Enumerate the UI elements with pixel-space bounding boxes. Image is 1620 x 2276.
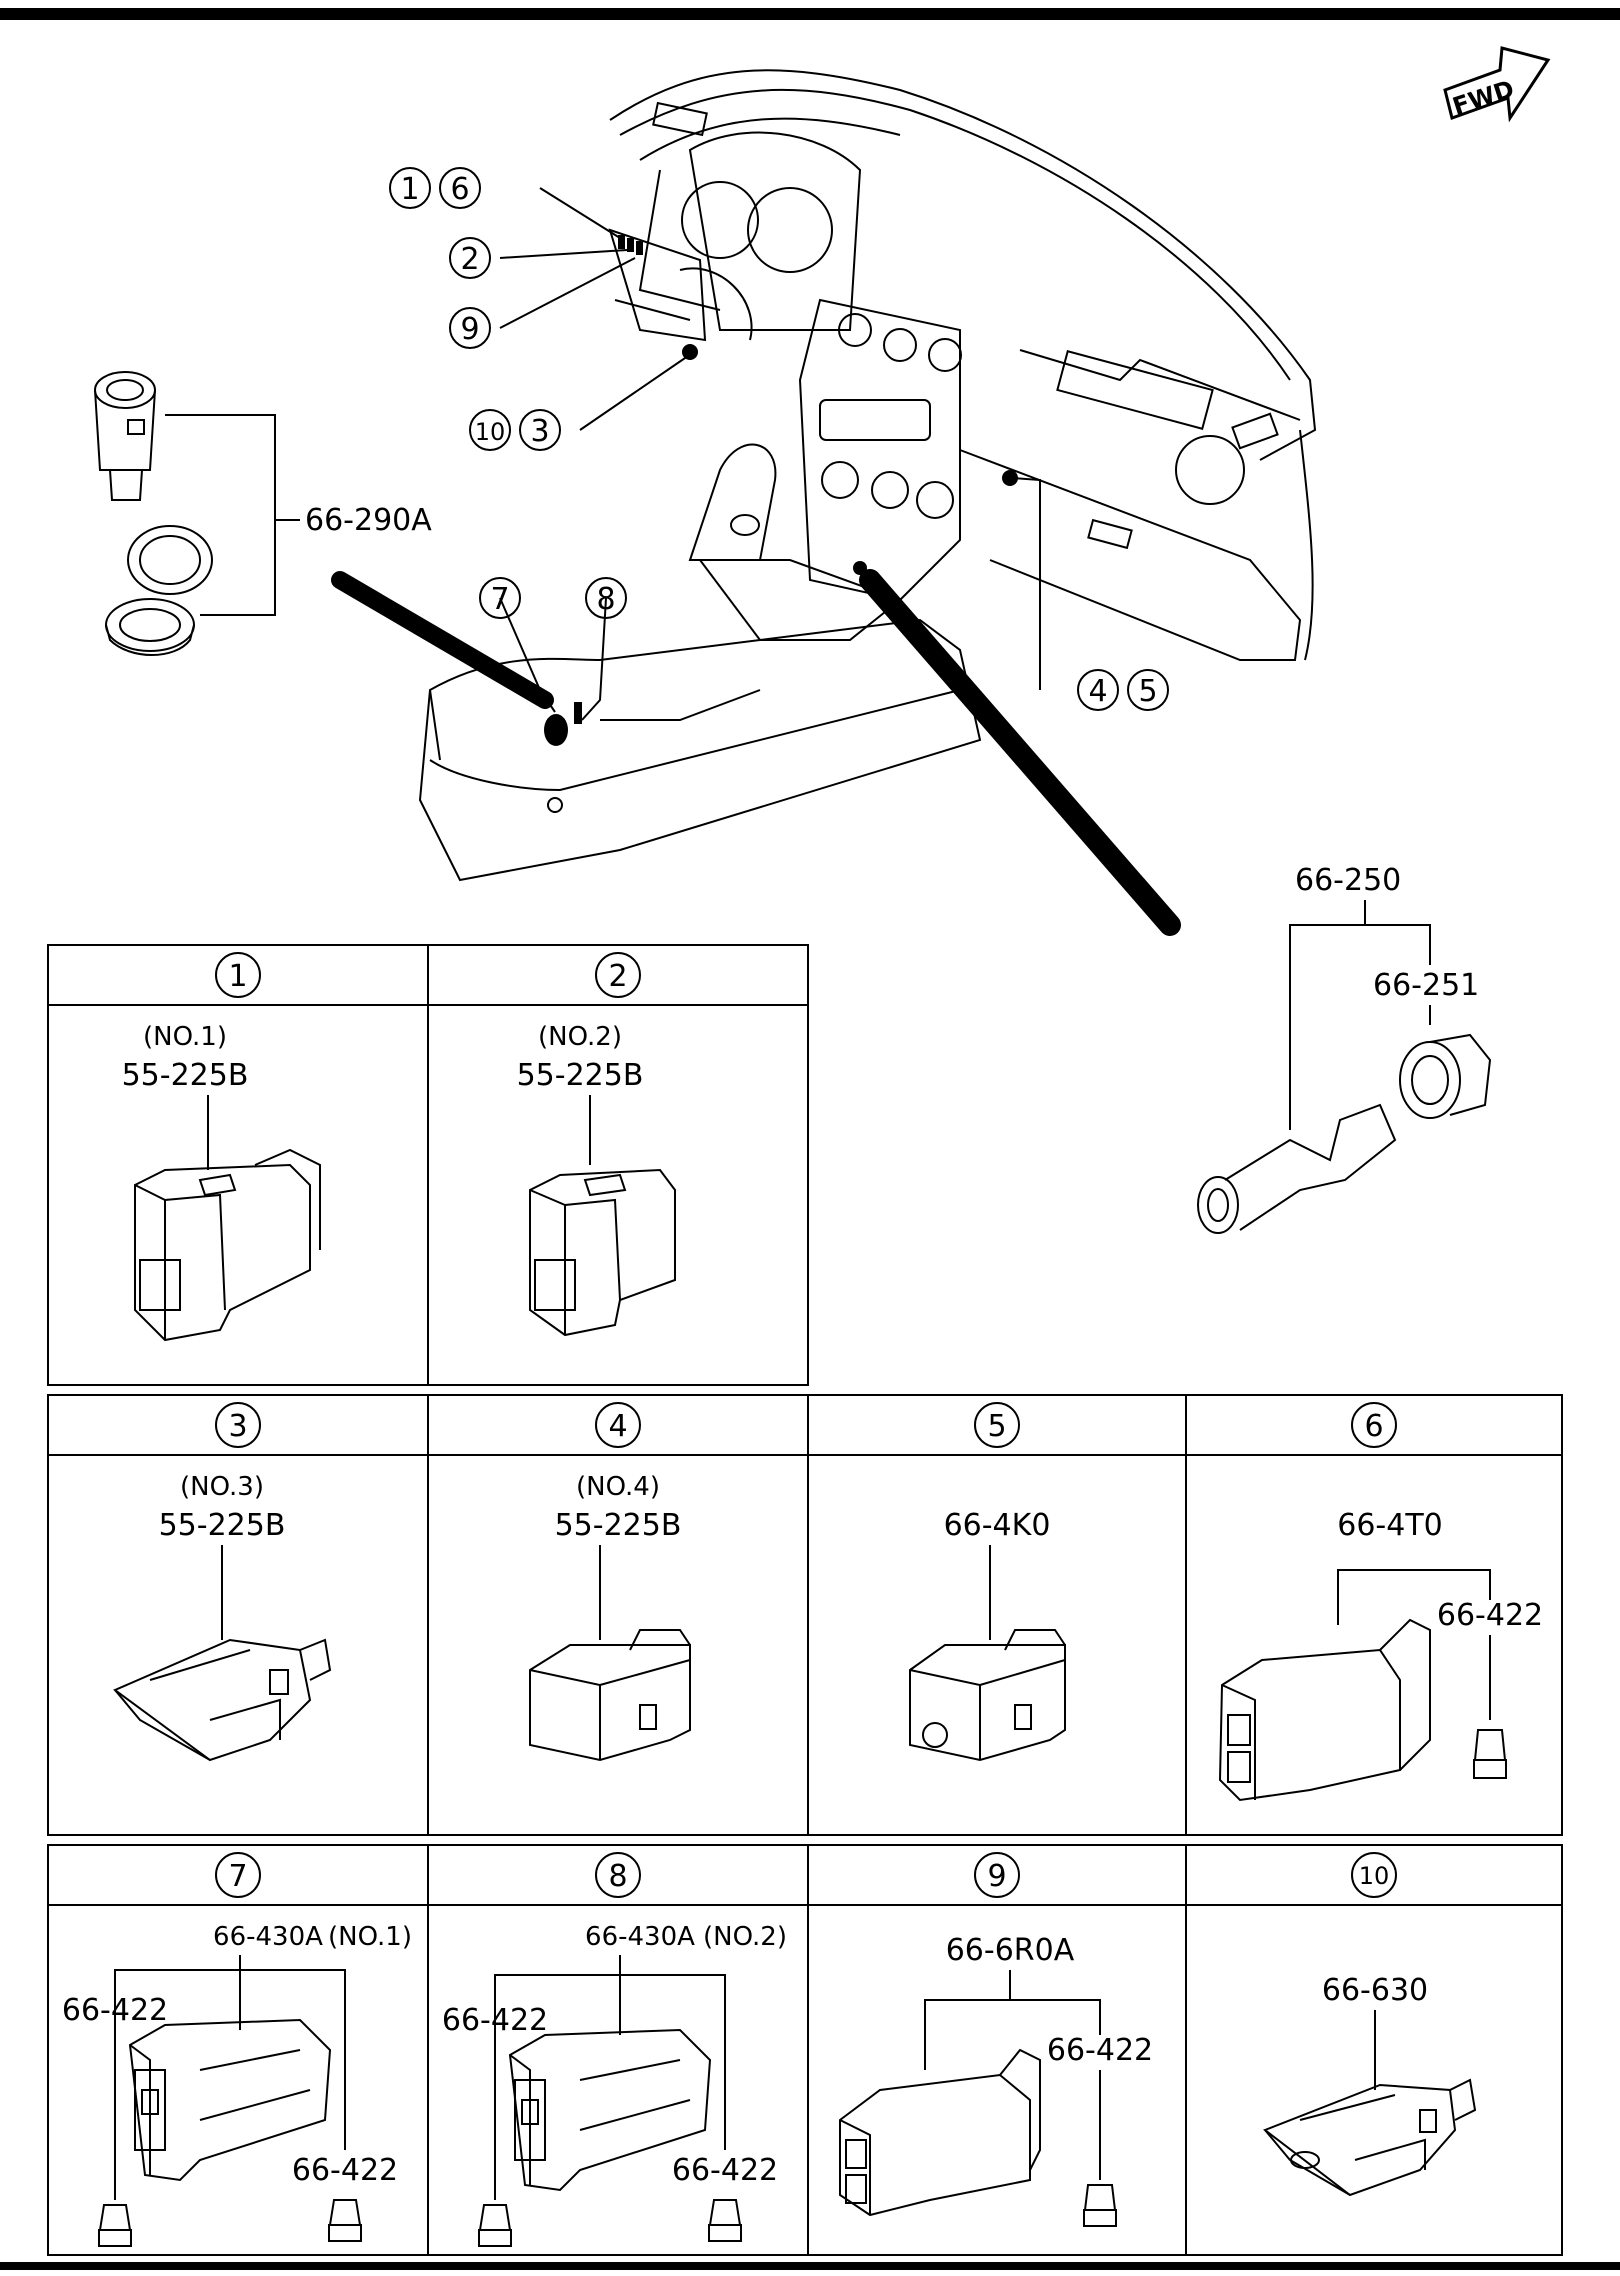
cigarette-lighter-illustration	[1197, 900, 1492, 1234]
cell-1-qualifier: (NO.1)	[143, 1022, 227, 1052]
accessory-socket-illustration	[94, 371, 300, 656]
callout-7: 7	[479, 577, 521, 619]
socket-part-number: 66-290A	[305, 503, 432, 538]
callout-leaders	[499, 187, 1041, 721]
cell-4-number: 4	[608, 1409, 627, 1444]
cell-8-number: 8	[608, 1859, 627, 1894]
cell-5-switch-illustration	[909, 1545, 1066, 1762]
cell-4-part-number: 55-225B	[555, 1508, 682, 1543]
cell-2-switch-illustration	[529, 1095, 676, 1337]
cell-9-bulb-part-number: 66-422	[1047, 2033, 1153, 2068]
cell-1-part-number: 55-225B	[122, 1058, 249, 1093]
cell-8-part-number: 66-430A	[585, 1922, 695, 1952]
svg-text:8: 8	[596, 582, 615, 617]
cell-7-qualifier: (NO.1)	[328, 1922, 412, 1952]
lighter-part-number: 66-250	[1295, 863, 1401, 898]
svg-text:5: 5	[1138, 674, 1157, 709]
callout-9: 9	[449, 307, 491, 349]
callout-4-5: 4 5	[1077, 669, 1169, 711]
lighter-ring-part-number: 66-251	[1373, 968, 1479, 1003]
cell-6-switch-illustration	[1218, 1569, 1507, 1802]
cell-4-switch-illustration	[529, 1545, 691, 1762]
callout-8: 8	[585, 577, 627, 619]
cell-6-bulb-part-number: 66-422	[1437, 1598, 1543, 1633]
leader-to-lighter	[859, 569, 1181, 936]
parts-table-grid	[47, 944, 1563, 2256]
cell-2-part-number: 55-225B	[517, 1058, 644, 1093]
cell-8-switch-illustration	[478, 1955, 742, 2247]
cell-9-switch-illustration	[839, 1970, 1117, 2227]
cell-3-part-number: 55-225B	[159, 1508, 286, 1543]
cell-8-bulb-right: 66-422	[672, 2153, 778, 2188]
cell-7-switch-illustration	[98, 1955, 362, 2247]
cell-9-number: 9	[987, 1859, 1006, 1894]
svg-text:2: 2	[460, 242, 479, 277]
cell-8-qualifier: (NO.2)	[703, 1922, 787, 1952]
callout-10-3: 10 3	[469, 409, 561, 451]
svg-text:4: 4	[1088, 674, 1107, 709]
cell-4-qualifier: (NO.4)	[576, 1472, 660, 1502]
cell-2-number: 2	[608, 959, 627, 994]
svg-text:9: 9	[460, 312, 479, 347]
svg-text:3: 3	[530, 414, 549, 449]
cell-10-part-number: 66-630	[1322, 1973, 1428, 2008]
cell-1-switch-illustration	[134, 1095, 321, 1342]
svg-text:10: 10	[475, 418, 506, 446]
cell-10-number: 10	[1359, 1862, 1390, 1890]
cell-3-switch-illustration	[113, 1545, 332, 1762]
cell-3-number: 3	[228, 1409, 247, 1444]
cell-1-number: 1	[228, 959, 247, 994]
switch-markers	[544, 235, 1018, 746]
svg-text:7: 7	[490, 582, 509, 617]
fwd-arrow-icon: FWD	[1443, 46, 1551, 123]
cell-headers: 1 2 3 4 5 6 7 8 9 10	[215, 952, 1397, 1898]
cell-5-number: 5	[987, 1409, 1006, 1444]
cell-3-qualifier: (NO.3)	[180, 1472, 264, 1502]
bottom-border	[0, 2262, 1620, 2270]
cell-7-number: 7	[228, 1859, 247, 1894]
svg-text:1: 1	[400, 172, 419, 207]
cell-6-number: 6	[1364, 1409, 1383, 1444]
cell-10-switch-illustration	[1262, 2010, 1477, 2197]
svg-text:6: 6	[450, 172, 469, 207]
cell-9-part-number: 66-6R0A	[946, 1933, 1075, 1968]
fwd-label: FWD	[1449, 75, 1517, 121]
cell-6-part-number: 66-4T0	[1337, 1508, 1443, 1543]
cell-7-bulb-right: 66-422	[292, 2153, 398, 2188]
dashboard-illustration	[418, 69, 1317, 882]
cell-7-part-number: 66-430A	[213, 1922, 323, 1952]
top-border	[0, 8, 1620, 20]
callout-1-6: 1 6	[389, 167, 481, 209]
cell-2-qualifier: (NO.2)	[538, 1022, 622, 1052]
leader-to-console-switches	[331, 571, 554, 709]
cell-5-part-number: 66-4K0	[944, 1508, 1051, 1543]
callout-2: 2	[449, 237, 491, 279]
